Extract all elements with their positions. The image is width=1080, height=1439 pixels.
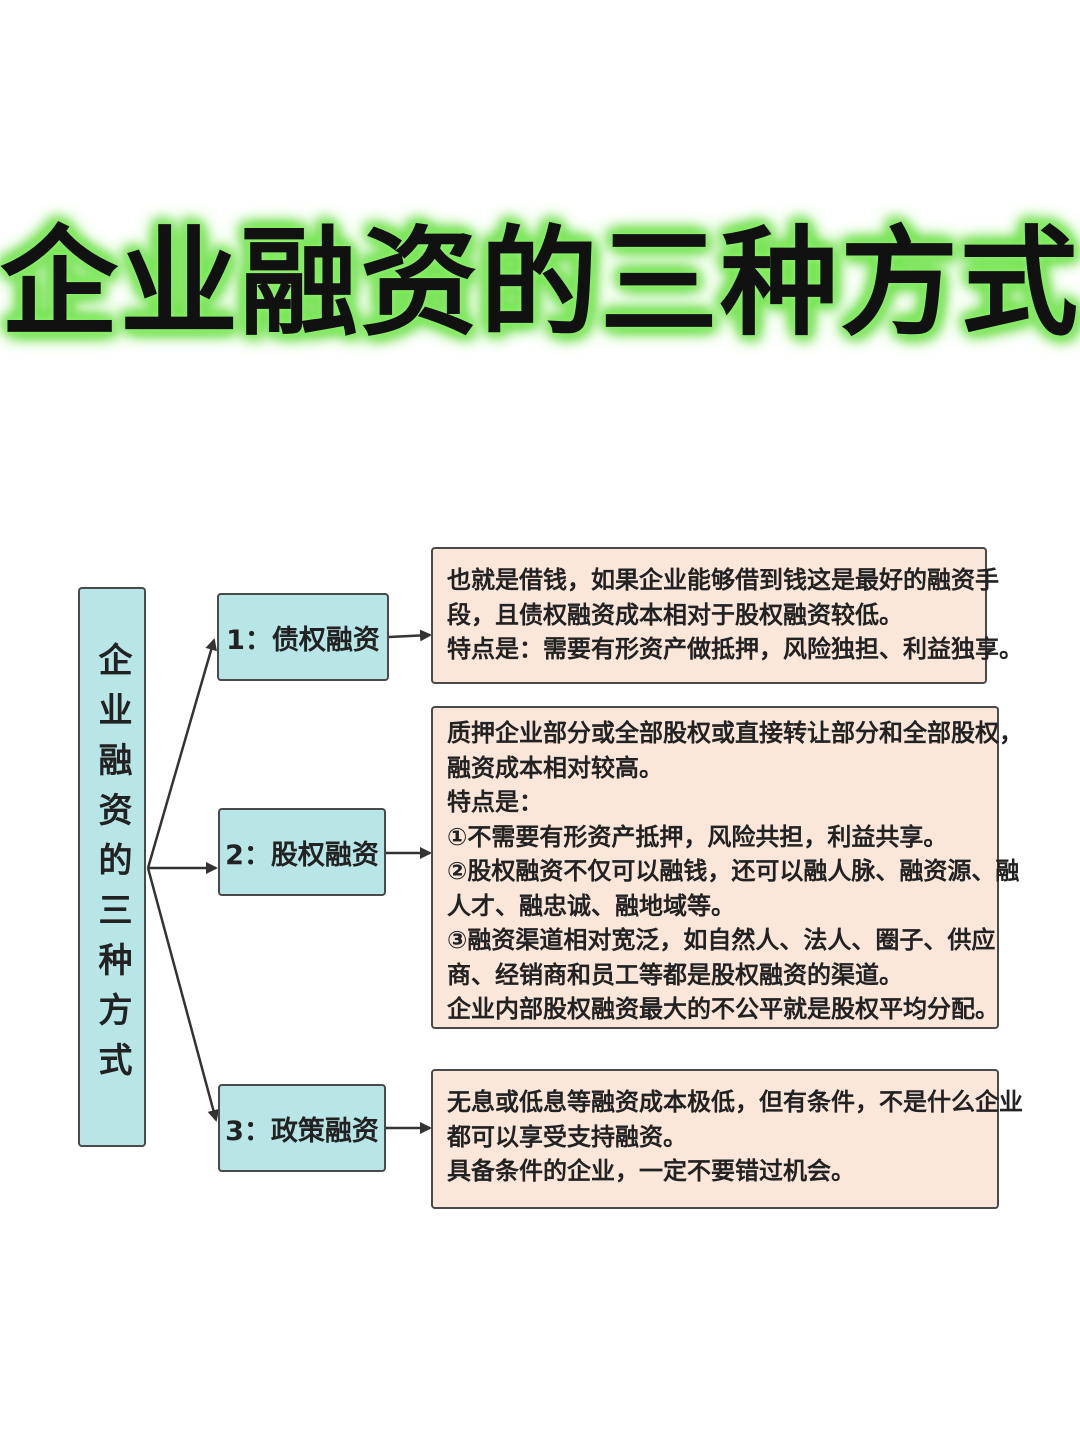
- branch-node-label: 3：政策融资: [225, 1115, 379, 1147]
- page-title: 企业融资的三种方式: [0, 214, 1080, 352]
- branch-node-policy-financing: 3：政策融资: [218, 1084, 386, 1172]
- detail-text-line: 人才、融忠诚、融地域等。: [447, 891, 735, 920]
- detail-text-line: 融资成本相对较高。: [447, 753, 663, 782]
- branch-node-debt-financing: 1：债权融资: [217, 593, 389, 681]
- detail-text-line: 也就是借钱，如果企业能够借到钱这是最好的融资手: [447, 566, 999, 594]
- root-node-label: 企业融资的三种方式: [92, 642, 132, 1092]
- detail-text-line: ①不需要有形资产抵押，风险共担，利益共享。: [447, 822, 948, 851]
- detail-text-line: 都可以享受支持融资。: [447, 1122, 687, 1151]
- detail-text-line: ②股权融资不仅可以融钱，还可以融人脉、融资源、融: [447, 857, 1020, 885]
- detail-text-line: ③融资渠道相对宽泛，如自然人、法人、圈子、供应: [447, 926, 996, 954]
- detail-box-equity-financing: 质押企业部分或全部股权或直接转让部分和全部股权， 融资成本相对较高。 特点是： …: [431, 706, 1023, 1029]
- connector-root-to-branch-3: [146, 867, 220, 1122]
- connector-branch-1-to-detail: [388, 629, 432, 642]
- detail-text-line: 段，且债权融资成本相对于股权融资较低。: [447, 600, 903, 629]
- detail-text-line: 特点是：需要有形资产做抵押，风险独担、利益独享。: [447, 635, 1023, 663]
- branch-node-equity-financing: 2：股权融资: [218, 808, 386, 896]
- branch-node-label: 1：债权融资: [226, 624, 380, 656]
- detail-text-line: 无息或低息等融资成本极低，但有条件，不是什么企业: [447, 1088, 1023, 1116]
- detail-box-policy-financing: 无息或低息等融资成本极低，但有条件，不是什么企业 都可以享受支持融资。 具备条件…: [431, 1069, 1023, 1209]
- root-node: 企业融资的三种方式: [78, 587, 146, 1147]
- detail-text-line: 商、经销商和员工等都是股权融资的渠道。: [447, 960, 903, 989]
- connector-root-to-branch-1: [146, 638, 217, 869]
- detail-text-line: 特点是：: [447, 788, 543, 816]
- detail-text-line: 质押企业部分或全部股权或直接转让部分和全部股权，: [447, 719, 1023, 747]
- detail-text-line: 具备条件的企业，一定不要错过机会。: [447, 1157, 855, 1185]
- detail-box-debt-financing: 也就是借钱，如果企业能够借到钱这是最好的融资手 段，且债权融资成本相对于股权融资…: [431, 547, 1023, 684]
- branch-node-label: 2：股权融资: [225, 839, 379, 871]
- detail-text-line: 企业内部股权融资最大的不公平就是股权平均分配。: [447, 995, 999, 1023]
